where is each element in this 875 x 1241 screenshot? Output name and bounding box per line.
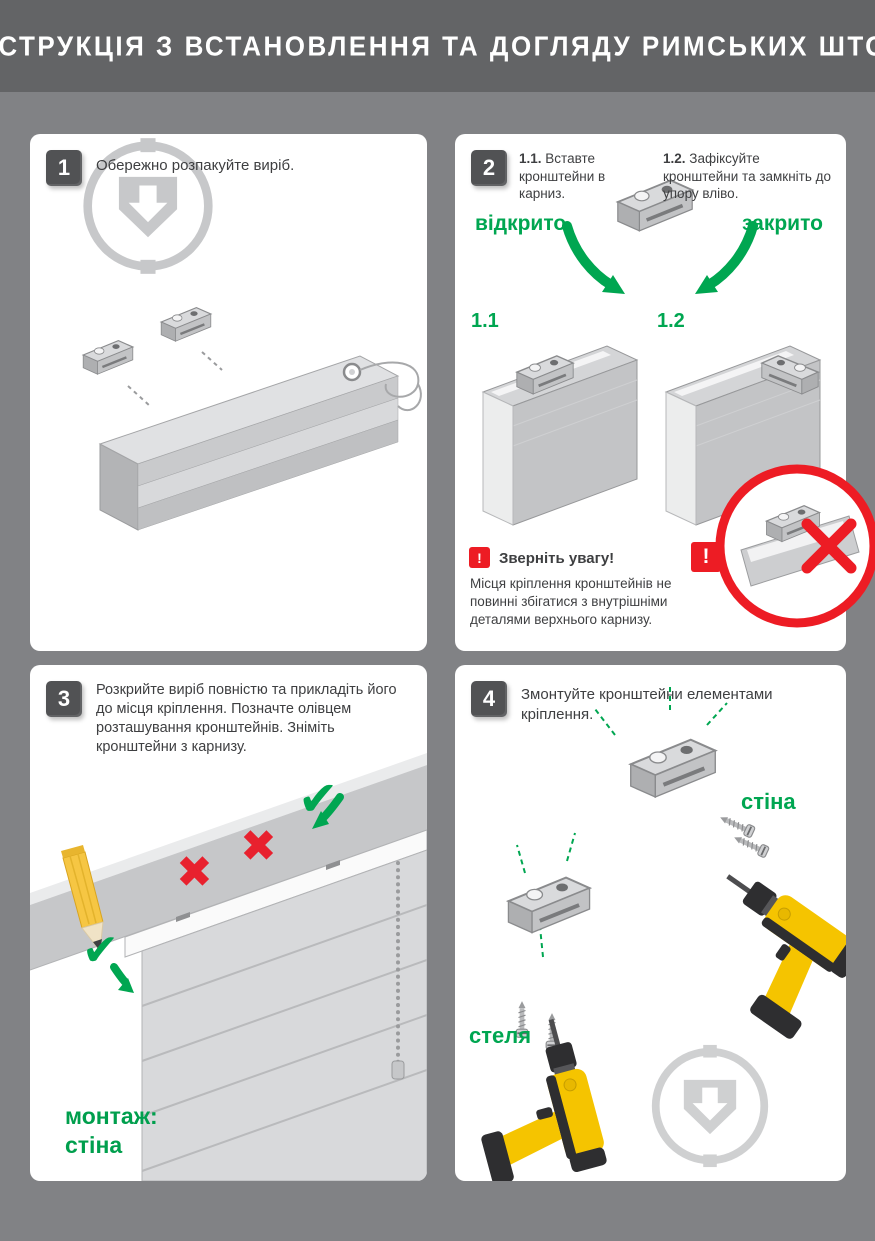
mount-label-line1: монтаж:	[65, 1103, 158, 1129]
bracket-icon	[506, 875, 592, 935]
arrow-icon	[110, 963, 129, 986]
drill-icon	[670, 859, 846, 1046]
warning-detail-circle	[715, 464, 875, 628]
step2-instr2-number: 1.2.	[663, 151, 686, 166]
step4-panel: 4 Змонтуйте кронштейни елементами кріпле…	[455, 665, 846, 1181]
arrow-left-icon	[562, 221, 616, 290]
step2-illustration	[481, 178, 875, 628]
step3-badge: 3	[46, 681, 82, 717]
fig-1-1-label: 1.1	[471, 310, 499, 332]
step2-instr1-text: Вставте кронштейни в карниз.	[519, 151, 606, 202]
cord-icon	[359, 361, 420, 398]
bracket-icon	[631, 740, 716, 797]
mount-type-label: монтаж: стіна	[65, 1102, 158, 1160]
ceiling-label: стеля	[469, 1023, 532, 1048]
step4-text: Змонтуйте кронштейни елементами кріпленн…	[521, 686, 773, 723]
step2-instr1-number: 1.1.	[519, 151, 542, 166]
closed-label: закрито	[742, 212, 823, 235]
step1-text: Обережно розпакуйте виріб.	[96, 157, 295, 174]
wall-label: стіна	[741, 789, 796, 814]
open-label: відкрито	[475, 212, 567, 235]
warning-icon: !	[691, 542, 721, 572]
warning-text: Місця кріплення кронштейнів не повинні з…	[470, 576, 672, 628]
step2-instruction-2: 1.2. Зафіксуйте кронштейни та замкніть д…	[663, 150, 835, 203]
bracket-icon	[159, 306, 213, 343]
screw-icon	[717, 811, 757, 839]
step2-badge: 2	[471, 150, 507, 186]
mount-label-line2: стіна	[65, 1131, 123, 1158]
step2-panel: 2 1.1. Вставте кронштейни в карниз. 1.2.…	[455, 134, 875, 651]
watermark-icon	[656, 1045, 765, 1167]
pencil-icon	[61, 845, 104, 953]
step4-badge: 4	[471, 681, 507, 717]
fig-1-2-label: 1.2	[657, 310, 685, 332]
cross-icon: ✖	[240, 821, 277, 872]
step3-panel: 3 Розкрийте виріб повністю та прикладіть…	[30, 665, 427, 1181]
header-bar: ІНСТРУКЦІЯ З ВСТАНОВЛЕННЯ ТА ДОГЛЯДУ РИМ…	[0, 0, 875, 92]
cross-icon: ✖	[176, 847, 213, 898]
page-title: ІНСТРУКЦІЯ З ВСТАНОВЛЕННЯ ТА ДОГЛЯДУ РИМ…	[0, 29, 875, 62]
step1-panel: 1 Обережно розпакуйте виріб.	[30, 134, 427, 651]
warning-title: Зверніть увагу!	[499, 550, 615, 567]
step1-badge: 1	[46, 150, 82, 186]
warning-icon: !	[469, 547, 490, 568]
step4-illustration	[455, 687, 846, 1181]
fig-1-1	[481, 345, 639, 526]
step3-text: Розкрийте виріб повністю та прикладіть й…	[96, 682, 397, 755]
step2-instr2-text: Зафіксуйте кронштейни та замкніть до упо…	[663, 151, 832, 202]
step1-illustration	[81, 134, 422, 531]
bracket-icon	[81, 339, 135, 376]
arrow-right-icon	[704, 221, 758, 290]
step2-instruction-1: 1.1. Вставте кронштейни в карниз.	[519, 150, 653, 203]
step3-illustration: ✔ ✖ ✖ ✔	[30, 753, 427, 1181]
